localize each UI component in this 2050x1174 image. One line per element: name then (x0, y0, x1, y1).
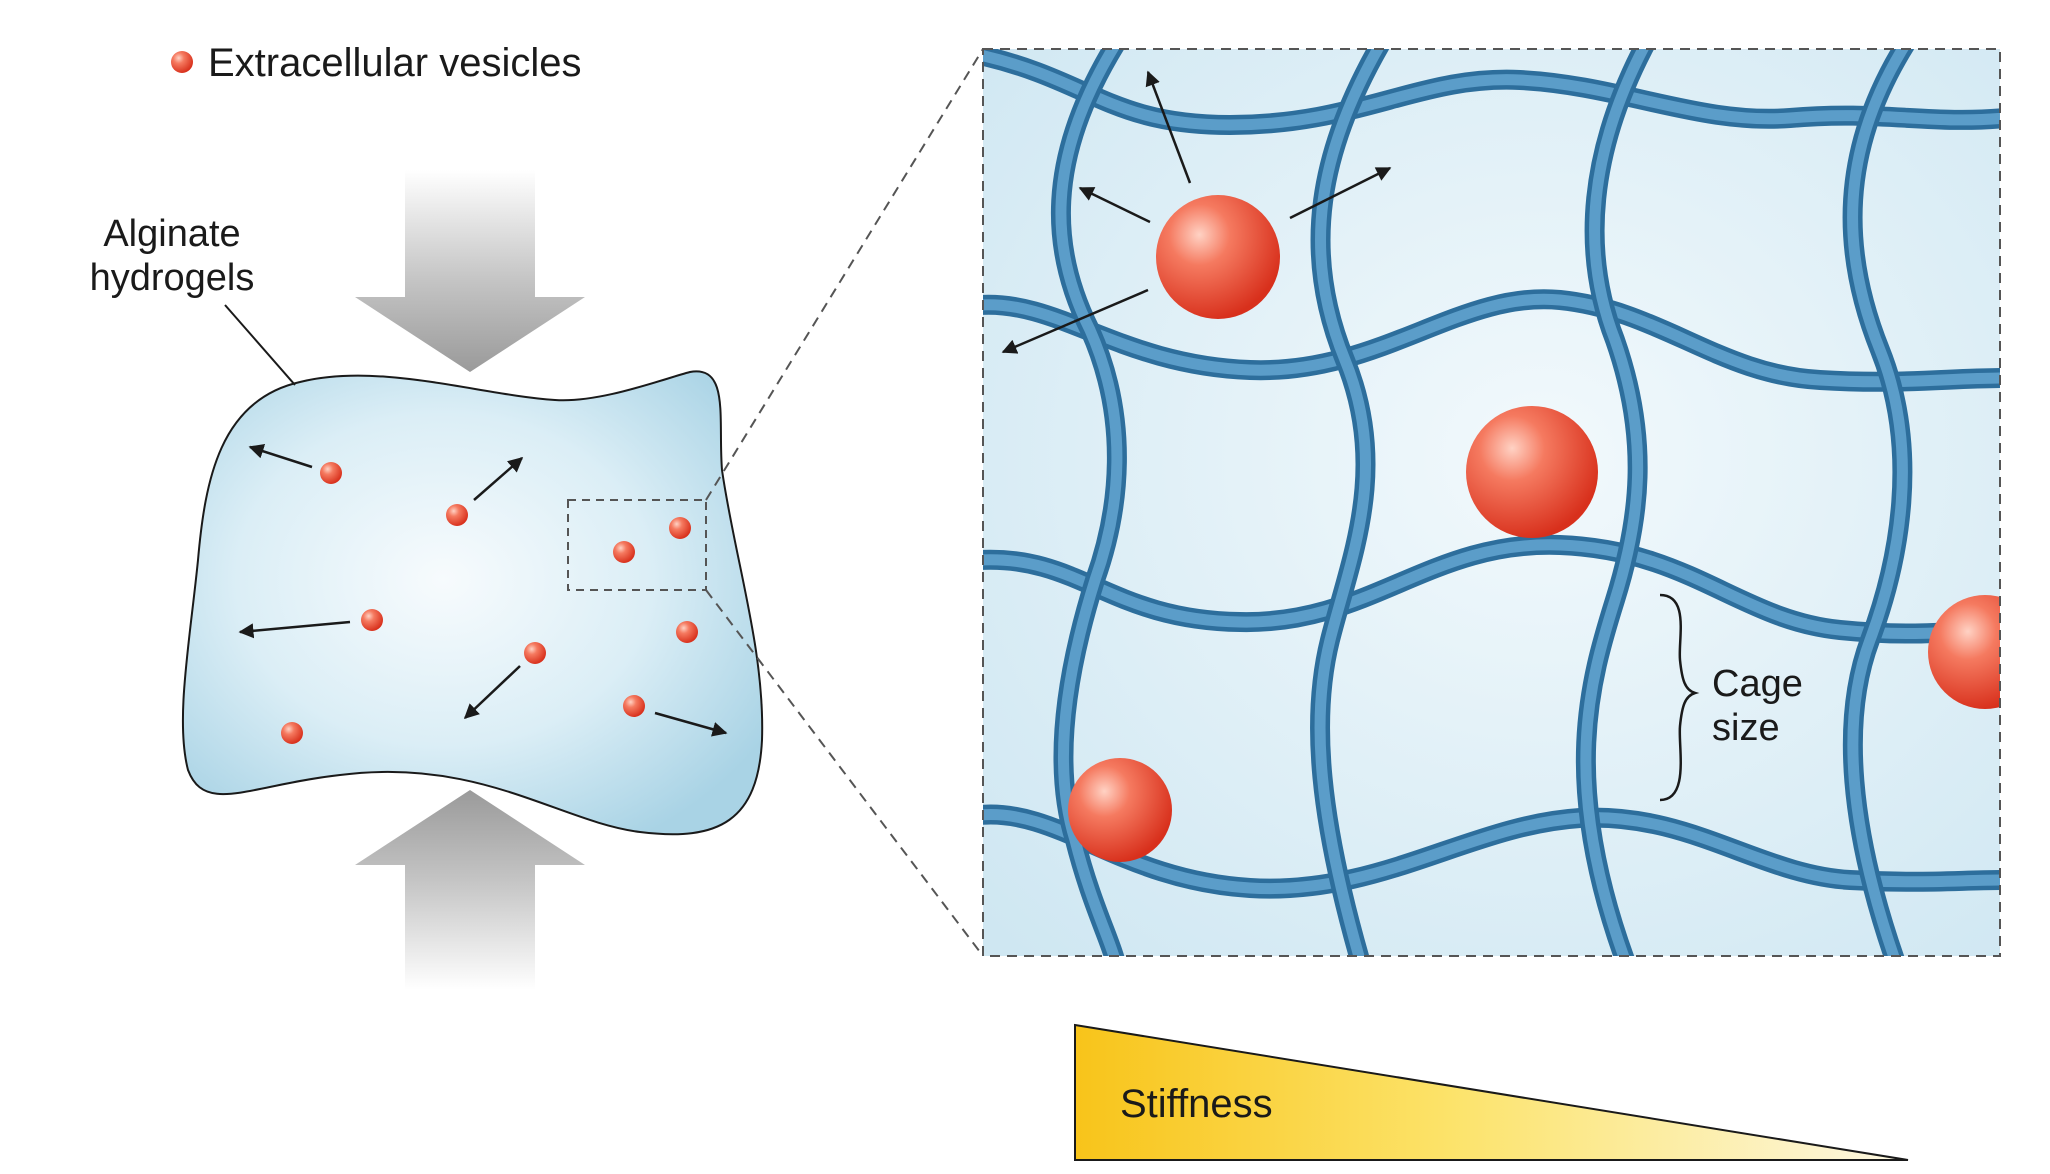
vesicle-large (1928, 595, 2000, 709)
zoom-connector-lines (705, 48, 984, 957)
hydrogel-blob (181, 370, 764, 836)
vesicle (446, 504, 468, 526)
motion-arrow (473, 457, 524, 501)
motion-arrow (1078, 186, 1151, 224)
blob-vesicles (281, 462, 698, 744)
stiffness-gradient: Stiffness (1074, 1023, 1909, 1161)
hydrogel-label-line2: hydrogels (90, 257, 255, 299)
zoom-region-box (567, 499, 707, 591)
hydrogel-leader-line (224, 304, 296, 386)
compression-arrow-down (355, 170, 585, 372)
vesicle (281, 722, 303, 744)
vesicle (361, 609, 383, 631)
vesicle-legend-icon (171, 51, 193, 73)
motion-arrow (463, 665, 521, 720)
motion-arrow (654, 711, 728, 737)
mesh-motion-arrows (1001, 70, 1392, 354)
stiffness-label: Stiffness (1120, 1082, 1273, 1126)
vesicle (320, 462, 342, 484)
mesh-vertical-strands (1050, 49, 1915, 956)
vesicle-large (1156, 195, 1280, 319)
motion-arrow (1289, 166, 1392, 220)
hydrogel-label-line1: Alginate (103, 213, 240, 255)
vesicle-large (1068, 758, 1172, 862)
motion-arrow (1001, 288, 1149, 354)
stiffness-wedge (1074, 1023, 1909, 1161)
blob-motion-arrows (238, 444, 728, 737)
compression-arrow-up (355, 790, 585, 990)
mesh-panel: Cage size (982, 48, 2001, 957)
vesicle (676, 621, 698, 643)
hydrogel-label: Alginate hydrogels (90, 213, 296, 386)
cage-size-label-line1: Cage (1712, 663, 1803, 705)
motion-arrow (238, 620, 351, 639)
vesicle-large (1466, 406, 1598, 538)
vesicle (613, 541, 635, 563)
cage-size-brace (1659, 593, 1700, 802)
legend-label: Extracellular vesicles (208, 41, 581, 85)
legend: Extracellular vesicles (171, 41, 581, 85)
vesicle (623, 695, 645, 717)
mesh-vesicles (1068, 195, 2000, 862)
motion-arrow (248, 444, 313, 469)
vesicle (669, 517, 691, 539)
cage-size-label-line2: size (1712, 707, 1780, 749)
motion-arrow (1145, 70, 1192, 184)
mesh-panel-border (982, 48, 2001, 957)
vesicle (524, 642, 546, 664)
